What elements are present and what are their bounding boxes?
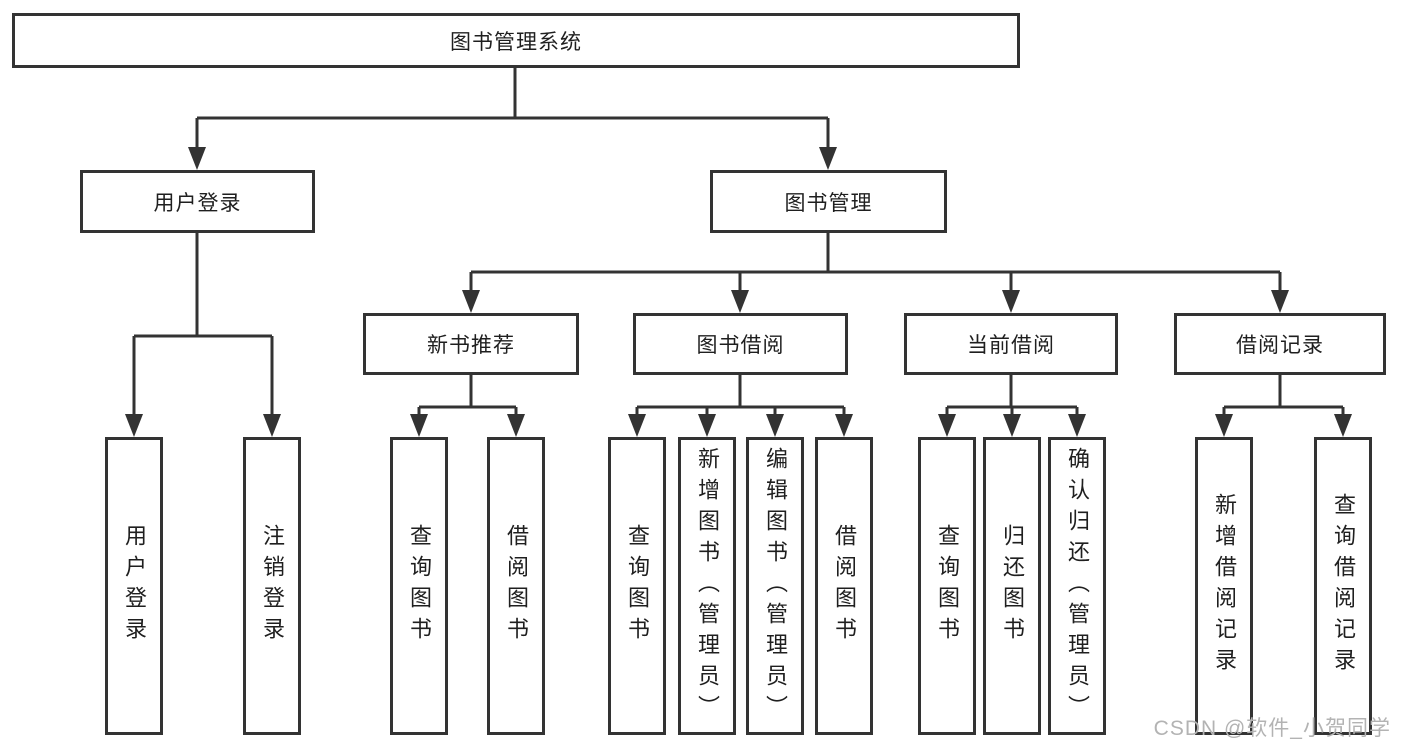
arrow-down-icon	[938, 414, 956, 437]
node-label: 用户登录	[122, 524, 147, 648]
leaf-query-books-borrowing: 查询图书	[608, 437, 666, 735]
node-label: 借阅图书	[832, 524, 857, 648]
connector-records-to-leaves	[1222, 375, 1345, 419]
node-label: 新书推荐	[427, 334, 515, 357]
arrow-down-icon	[507, 414, 525, 437]
node-label: 查询图书	[407, 524, 432, 648]
arrow-down-icon	[1003, 414, 1021, 437]
leaf-query-borrow-record: 查询借阅记录	[1314, 437, 1372, 735]
arrow-down-icon	[835, 414, 853, 437]
arrow-down-icon	[1068, 414, 1086, 437]
leaf-query-books-recommend: 查询图书	[390, 437, 448, 735]
node-borrowing-records: 借阅记录	[1174, 313, 1386, 375]
arrow-down-icon	[410, 414, 428, 437]
node-label: 查询图书	[625, 524, 650, 648]
node-root-system: 图书管理系统	[12, 13, 1020, 68]
arrowheads	[125, 147, 1352, 437]
leaf-user-login: 用户登录	[105, 437, 163, 735]
arrow-down-icon	[819, 147, 837, 170]
arrow-down-icon	[698, 414, 716, 437]
connector-userlogin-to-leaves	[132, 233, 274, 419]
node-label: 注销登录	[260, 524, 285, 648]
leaf-borrow-books-recommend: 借阅图书	[487, 437, 545, 735]
node-book-borrowing: 图书借阅	[633, 313, 848, 375]
arrow-down-icon	[628, 414, 646, 437]
leaf-confirm-return-admin: 确认归还（管理员）	[1048, 437, 1106, 735]
node-label: 查询图书	[935, 524, 960, 648]
node-book-management: 图书管理	[710, 170, 947, 233]
node-current-borrowing: 当前借阅	[904, 313, 1118, 375]
arrow-down-icon	[766, 414, 784, 437]
node-label: 图书借阅	[696, 334, 785, 357]
connector-root-to-level2	[195, 68, 830, 152]
node-label: 借阅记录	[1236, 334, 1324, 357]
connector-current-to-leaves	[945, 375, 1079, 419]
node-label: 确认归还（管理员）	[1065, 446, 1090, 726]
leaf-add-books-admin: 新增图书（管理员）	[678, 437, 736, 735]
node-label: 新增图书（管理员）	[695, 446, 720, 726]
node-label: 查询借阅记录	[1331, 493, 1356, 679]
connector-newbooks-to-leaves	[417, 375, 518, 419]
node-user-login: 用户登录	[80, 170, 315, 233]
arrow-down-icon	[731, 290, 749, 313]
arrow-down-icon	[1271, 290, 1289, 313]
node-label: 当前借阅	[967, 334, 1055, 357]
arrow-down-icon	[188, 147, 206, 170]
node-label: 新增借阅记录	[1212, 493, 1237, 679]
csdn-watermark: CSDN @软件_小贺同学	[1153, 717, 1391, 740]
leaf-query-books-current: 查询图书	[918, 437, 976, 735]
connector-borrowing-to-leaves	[635, 375, 846, 419]
node-label: 编辑图书（管理员）	[763, 446, 788, 726]
node-label: 图书管理系统	[450, 30, 582, 54]
leaf-edit-books-admin: 编辑图书（管理员）	[746, 437, 804, 735]
arrow-down-icon	[1002, 290, 1020, 313]
leaf-borrow-books: 借阅图书	[815, 437, 873, 735]
node-label: 归还图书	[1000, 524, 1025, 648]
node-new-book-recommend: 新书推荐	[363, 313, 579, 375]
leaf-add-borrow-record: 新增借阅记录	[1195, 437, 1253, 735]
node-label: 用户登录	[153, 191, 242, 215]
leaf-logout: 注销登录	[243, 437, 301, 735]
node-label: 借阅图书	[504, 524, 529, 648]
leaf-return-books: 归还图书	[983, 437, 1041, 735]
arrow-down-icon	[1334, 414, 1352, 437]
arrow-down-icon	[1215, 414, 1233, 437]
connector-bookmgmt-to-level3	[469, 233, 1282, 295]
arrow-down-icon	[125, 414, 143, 437]
arrow-down-icon	[263, 414, 281, 437]
arrow-down-icon	[462, 290, 480, 313]
node-label: 图书管理	[784, 191, 873, 215]
